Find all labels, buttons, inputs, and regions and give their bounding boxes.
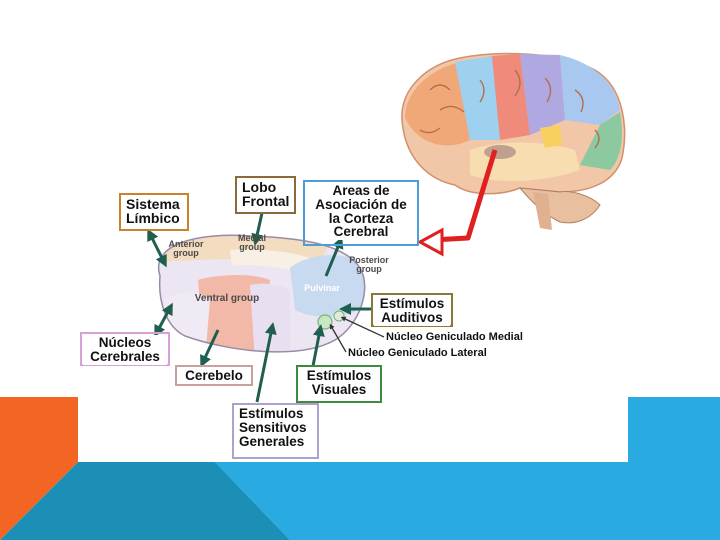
region-medial-group: Medial group	[232, 234, 272, 253]
label-nucleo-geniculado-lateral: Núcleo Geniculado Lateral	[348, 347, 487, 359]
label-nucleo-geniculado-medial: Núcleo Geniculado Medial	[386, 331, 523, 343]
label-estimulos-sensitivos: Estímulos Sensitivos Generales	[235, 406, 316, 449]
label-sistema-limbico: Sistema Límbico	[122, 196, 186, 227]
label-areas-asociacion: Areas de Asociación de la Corteza Cerebr…	[306, 183, 416, 240]
brain-illustration	[402, 54, 625, 230]
region-posterior-group: Posterior group	[344, 256, 394, 275]
region-ventral-group: Ventral group	[186, 294, 268, 305]
label-lobo-frontal: Lobo Frontal	[238, 179, 293, 210]
label-estimulos-auditivos: Estímulos Auditivos	[374, 296, 450, 326]
label-nucleos-cerebrales: Núcleos Cerebrales	[83, 335, 167, 365]
label-cerebelo: Cerebelo	[178, 368, 250, 384]
geniculate-medial-dot	[334, 311, 344, 321]
red-arrow-head	[420, 230, 442, 254]
geniculate-lateral-dot	[318, 315, 332, 329]
region-anterior-group: Anterior group	[162, 240, 210, 259]
label-estimulos-visuales: Estímulos Visuales	[299, 368, 379, 398]
region-pulvinar: Pulvinar	[298, 284, 346, 293]
